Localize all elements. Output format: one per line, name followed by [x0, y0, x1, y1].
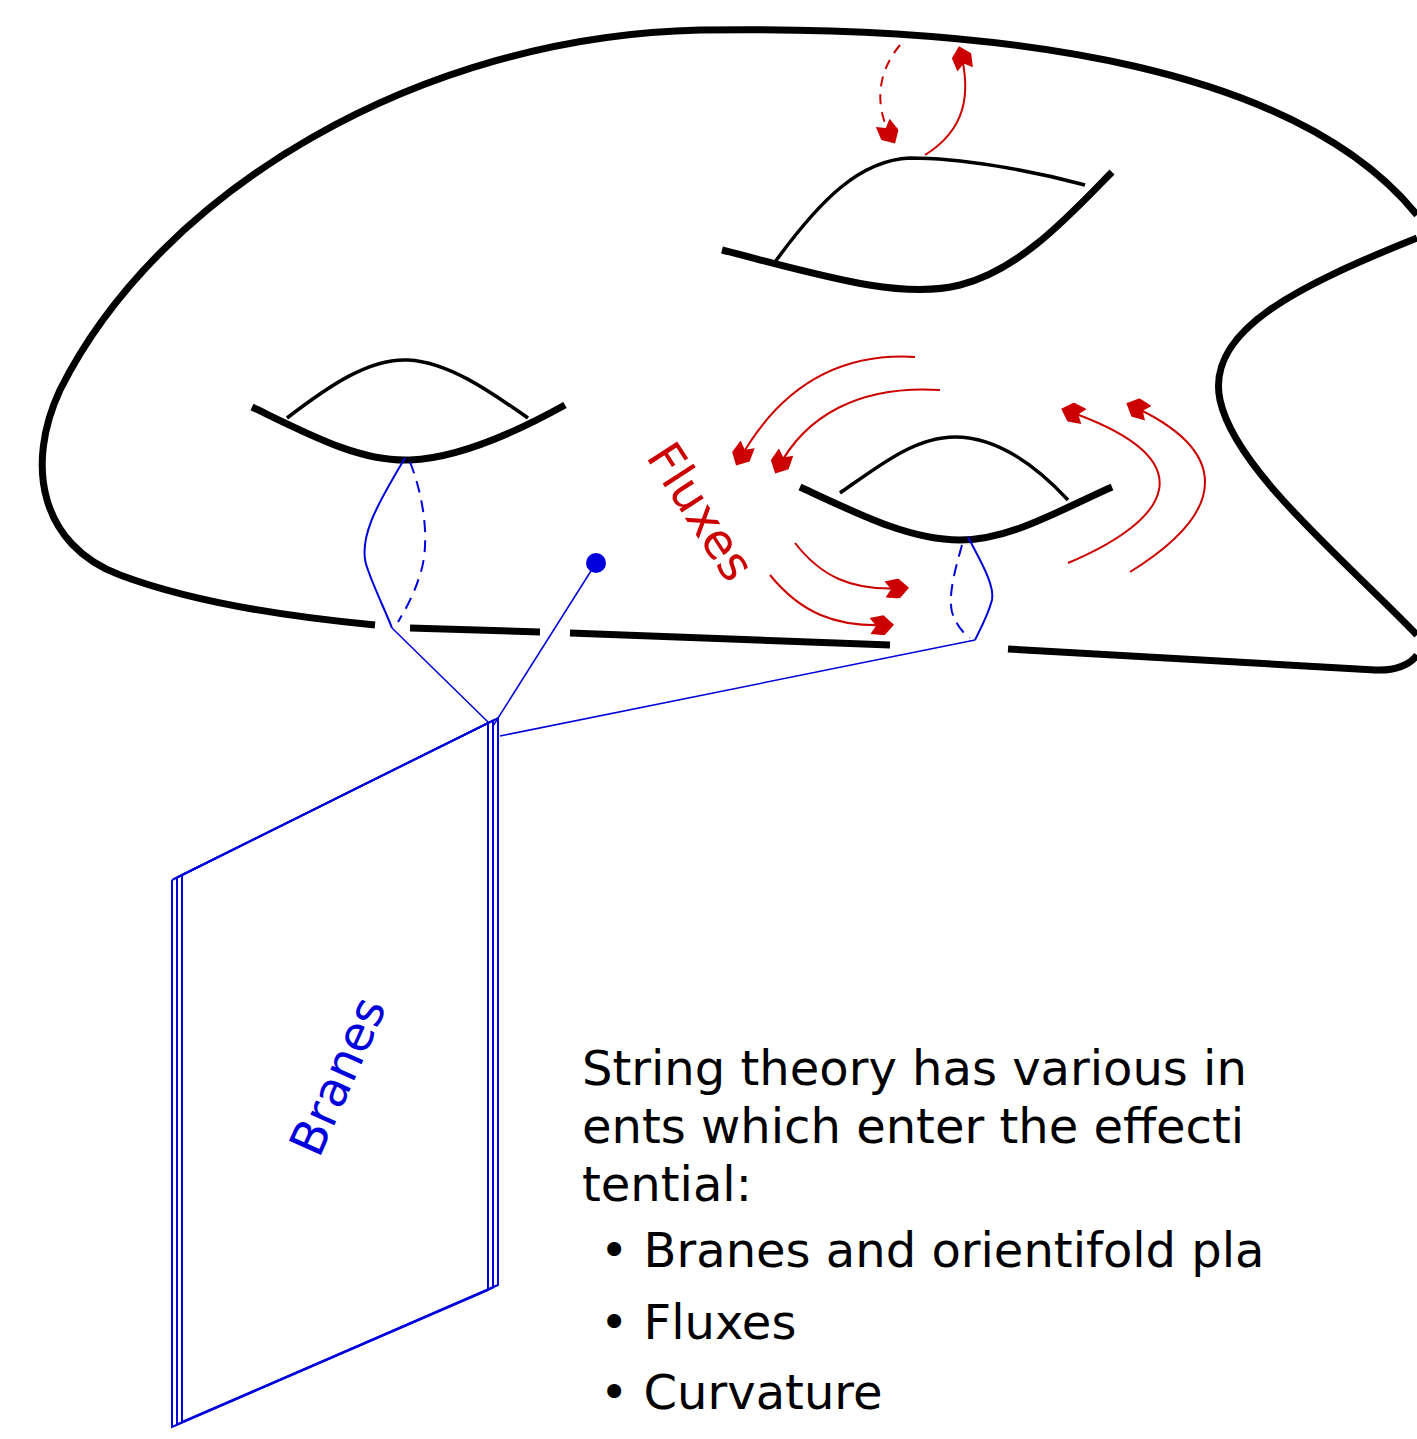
brane-label: Branes: [278, 988, 397, 1163]
outline-top: [42, 30, 1417, 625]
brane-stack: Branes: [165, 715, 510, 1437]
flux-arrow: [795, 543, 905, 589]
flux-arrow: [880, 45, 900, 140]
flux-arrow: [777, 389, 940, 470]
flux-arrow: [1130, 405, 1205, 572]
outline-bottom: [570, 633, 890, 645]
bullet-item: • Branes and orientifold pla: [600, 1222, 1265, 1280]
wrapped-cycle: [364, 458, 405, 628]
fluxes-label: Fluxes: [634, 432, 766, 592]
flux-arrow: [1065, 410, 1160, 563]
flux-arrows: [738, 45, 1205, 625]
outline-right: [1218, 238, 1417, 635]
wrapped-cycle: [968, 537, 992, 640]
leader-line: [500, 640, 975, 736]
handle-upper: [840, 437, 1068, 500]
leader-line: [392, 628, 488, 722]
surface-outline: [42, 30, 1417, 670]
leader-line: [493, 563, 596, 726]
flux-arrow: [925, 50, 965, 155]
handle-lower: [722, 172, 1112, 290]
paragraph-line: tential:: [582, 1156, 752, 1214]
brane-sheet: [177, 721, 493, 1425]
flux-arrow: [738, 357, 915, 462]
outline-bottom: [1008, 649, 1417, 670]
brane-sheet: [182, 718, 498, 1422]
handle-upper: [775, 158, 1085, 262]
handle-upper: [287, 360, 528, 418]
handle-lower: [252, 405, 565, 460]
bullet-item: • Curvature: [600, 1364, 883, 1422]
flux-arrow: [770, 575, 890, 625]
bullet-item: • Fluxes: [600, 1294, 796, 1352]
brane-sheet: [172, 723, 488, 1427]
paragraph-line: ents which enter the effecti: [582, 1098, 1244, 1156]
outline-bottom: [410, 628, 540, 632]
paragraph-line: String theory has various in: [582, 1040, 1247, 1098]
wrapped-cycle: [951, 545, 970, 638]
wrapped-cycle: [398, 462, 425, 622]
